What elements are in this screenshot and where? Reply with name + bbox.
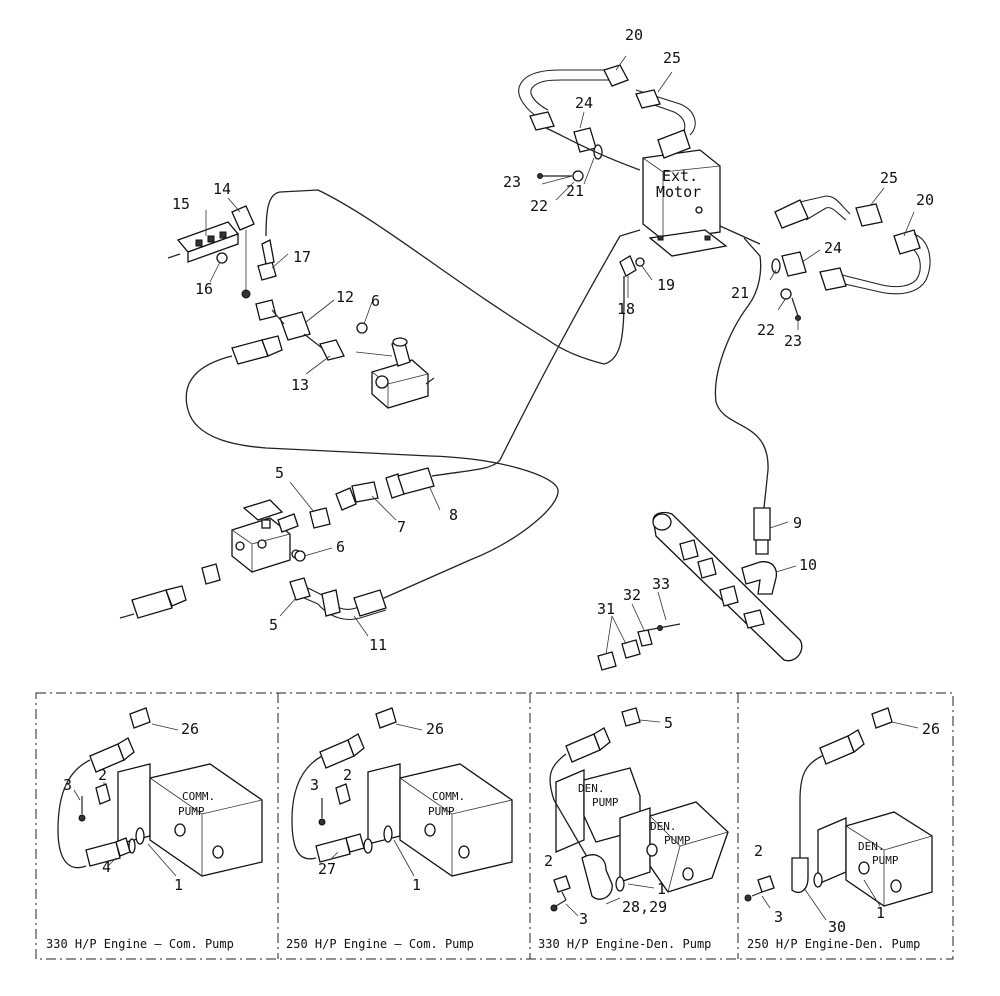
p1-callout-4: 4 — [102, 858, 111, 876]
p1-pump-label-2: PUMP — [178, 805, 205, 818]
callout-5-lower: 5 — [269, 616, 278, 634]
tube-11 — [303, 587, 387, 621]
panel-250-den: DEN. PUMP — [744, 707, 933, 921]
hose-end-8 — [385, 467, 435, 499]
manifold-block-15 — [167, 221, 240, 263]
callout-5-upper: 5 — [275, 464, 284, 482]
hose-end-9 — [753, 507, 771, 555]
callout-20-top: 20 — [625, 26, 643, 44]
callout-24-right: 24 — [824, 239, 842, 257]
long-hoses — [185, 127, 769, 599]
p3-callout-28-29: 28,29 — [622, 898, 667, 916]
p3-pump-b-label-2: PUMP — [664, 834, 691, 847]
callout-20-right: 20 — [916, 191, 934, 209]
fitting-5-upper — [309, 507, 331, 529]
callout-33: 33 — [652, 575, 670, 593]
fitting-18-19 — [619, 255, 645, 277]
fitting-7 — [335, 481, 379, 511]
upper-tube-loop — [518, 64, 696, 182]
callout-21-top: 21 — [566, 182, 584, 200]
p3-callout-1: 1 — [657, 880, 666, 898]
callout-8: 8 — [449, 506, 458, 524]
callout-16: 16 — [195, 280, 213, 298]
tank-pipe — [652, 511, 803, 662]
elbow-10 — [741, 561, 778, 595]
p2-caption: 250 H/P Engine — Com. Pump — [286, 937, 474, 951]
p3-pump-b-label-1: DEN. — [650, 820, 677, 833]
fitting-16-17 — [216, 230, 277, 299]
callout-24-top: 24 — [575, 94, 593, 112]
clip-31-32-33 — [597, 623, 681, 671]
p1-pump-label-1: COMM. — [182, 790, 215, 803]
p2-callout-2: 2 — [343, 766, 352, 784]
p1-callout-1: 1 — [174, 876, 183, 894]
p3-callout-2: 2 — [544, 852, 553, 870]
callout-6-top: 6 — [371, 292, 380, 310]
panel-250-comm: COMM. PUMP — [291, 707, 513, 877]
callout-13: 13 — [291, 376, 309, 394]
hose-end-lower-left — [119, 563, 221, 619]
callout-7: 7 — [397, 518, 406, 536]
callout-25-right: 25 — [880, 169, 898, 187]
callout-leaders — [205, 55, 915, 655]
p1-callout-3: 3 — [63, 776, 72, 794]
p2-callout-3: 3 — [310, 776, 319, 794]
ext-motor-assembly: Ext. Motor — [642, 149, 728, 257]
p4-pump-label-1: DEN. — [858, 840, 885, 853]
motor-label-line2: Motor — [656, 183, 701, 201]
callout-12: 12 — [336, 288, 354, 306]
p2-pump-label-1: COMM. — [432, 790, 465, 803]
callout-17: 17 — [293, 248, 311, 266]
lower-valve-block — [231, 499, 301, 573]
callout-15: 15 — [172, 195, 190, 213]
tee-fitting-12 — [255, 299, 345, 361]
callout-23-right: 23 — [784, 332, 802, 350]
p4-callout-1: 1 — [876, 904, 885, 922]
p1-caption: 330 H/P Engine — Com. Pump — [46, 937, 234, 951]
callout-18: 18 — [617, 300, 635, 318]
p1-callout-26: 26 — [181, 720, 199, 738]
p4-callout-2: 2 — [754, 842, 763, 860]
callout-31: 31 — [597, 600, 615, 618]
p4-pump-label-2: PUMP — [872, 854, 899, 867]
panel-330-comm: COMM. PUMP — [57, 707, 263, 877]
fitting-6-lower — [294, 550, 306, 562]
right-tube-loop — [771, 195, 931, 321]
callout-22-top: 22 — [530, 197, 548, 215]
p4-callout-3: 3 — [774, 908, 783, 926]
p3-pump-a-label-2: PUMP — [592, 796, 619, 809]
callout-11: 11 — [369, 636, 387, 654]
hose-end-left — [231, 335, 283, 365]
p2-callout-27: 27 — [318, 860, 336, 878]
variant-panels-frame — [35, 692, 954, 960]
callout-14: 14 — [213, 180, 231, 198]
panel-330-den: DEN. PUMP DEN. PUMP — [549, 707, 729, 917]
p3-caption: 330 H/P Engine-Den. Pump — [538, 937, 711, 951]
callout-23-top: 23 — [503, 173, 521, 191]
p2-callout-26: 26 — [426, 720, 444, 738]
callout-9: 9 — [793, 514, 802, 532]
p2-pump-label-2: PUMP — [428, 805, 455, 818]
elbow-fitting-14 — [231, 205, 255, 231]
p3-pump-a-label-1: DEN. — [578, 782, 605, 795]
callout-25-top: 25 — [663, 49, 681, 67]
p4-callout-26: 26 — [922, 720, 940, 738]
p4-caption: 250 H/P Engine-Den. Pump — [747, 937, 920, 951]
callout-6-lower: 6 — [336, 538, 345, 556]
p3-callout-3: 3 — [579, 910, 588, 928]
p1-callout-2: 2 — [98, 766, 107, 784]
p3-callout-5: 5 — [664, 714, 673, 732]
fitting-5-lower — [289, 577, 311, 601]
p2-callout-1: 1 — [412, 876, 421, 894]
callout-10: 10 — [799, 556, 817, 574]
callout-19: 19 — [657, 276, 675, 294]
callout-22-right: 22 — [757, 321, 775, 339]
callout-21-right: 21 — [731, 284, 749, 302]
p4-callout-30: 30 — [828, 918, 846, 936]
solenoid-valve — [355, 322, 435, 409]
motor-label-line1: Ext. — [662, 167, 698, 185]
callout-32: 32 — [623, 586, 641, 604]
